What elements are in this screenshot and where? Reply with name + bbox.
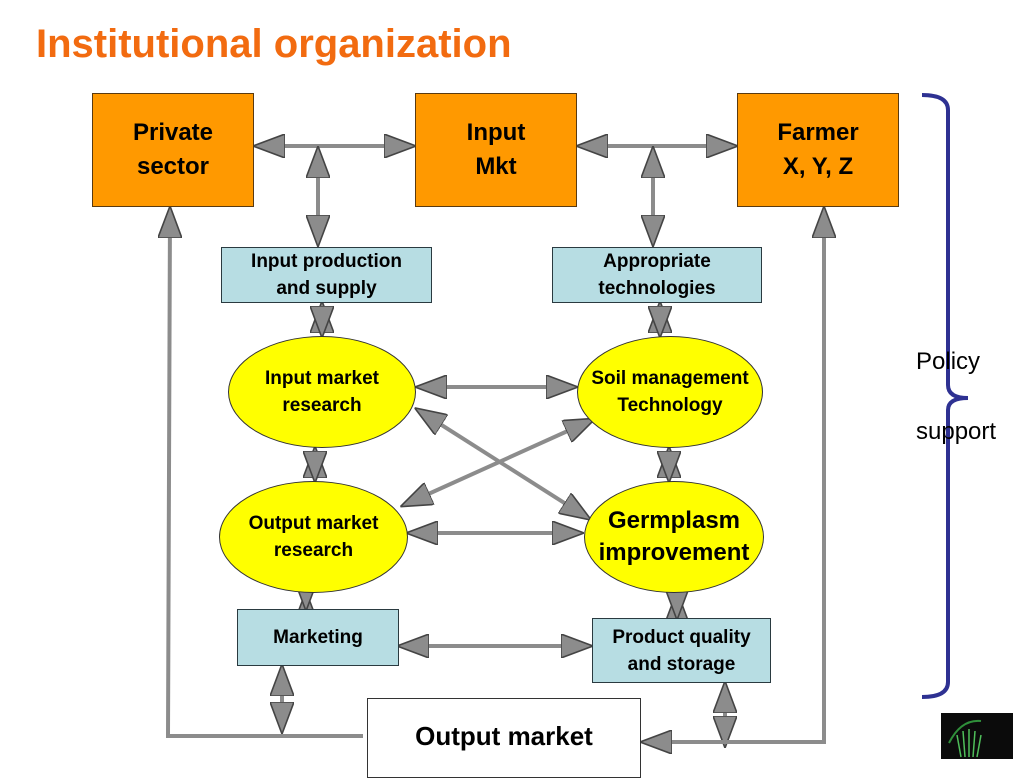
arrow-omr-soil [404, 420, 592, 505]
output-market-research-ellipse: Output market research [219, 481, 408, 593]
support-label: support [916, 418, 997, 445]
input-mkt-box: Input Mkt [415, 93, 577, 207]
slide-title: Institutional organization [36, 22, 512, 66]
product-quality-box: Product quality and storage [592, 618, 771, 683]
farmer-box: Farmer X, Y, Z [737, 93, 899, 207]
soil-management-ellipse: Soil management Technology [577, 336, 763, 448]
policy-brace [921, 93, 969, 699]
arrow-farmer-to-output [644, 210, 824, 742]
germplasm-ellipse: Germplasm improvement [584, 481, 764, 593]
arrow-private-to-output [168, 210, 363, 738]
input-production-box: Input production and supply [221, 247, 432, 303]
institute-logo-icon [941, 713, 1013, 759]
policy-label: Policy [916, 348, 981, 375]
private-sector-box: Private sector [92, 93, 254, 207]
input-market-research-ellipse: Input market research [228, 336, 416, 448]
appropriate-tech-box: Appropriate technologies [552, 247, 762, 303]
arrow-imr-germplasm [418, 410, 588, 518]
output-market-box: Output market [367, 698, 641, 778]
marketing-box: Marketing [237, 609, 399, 666]
